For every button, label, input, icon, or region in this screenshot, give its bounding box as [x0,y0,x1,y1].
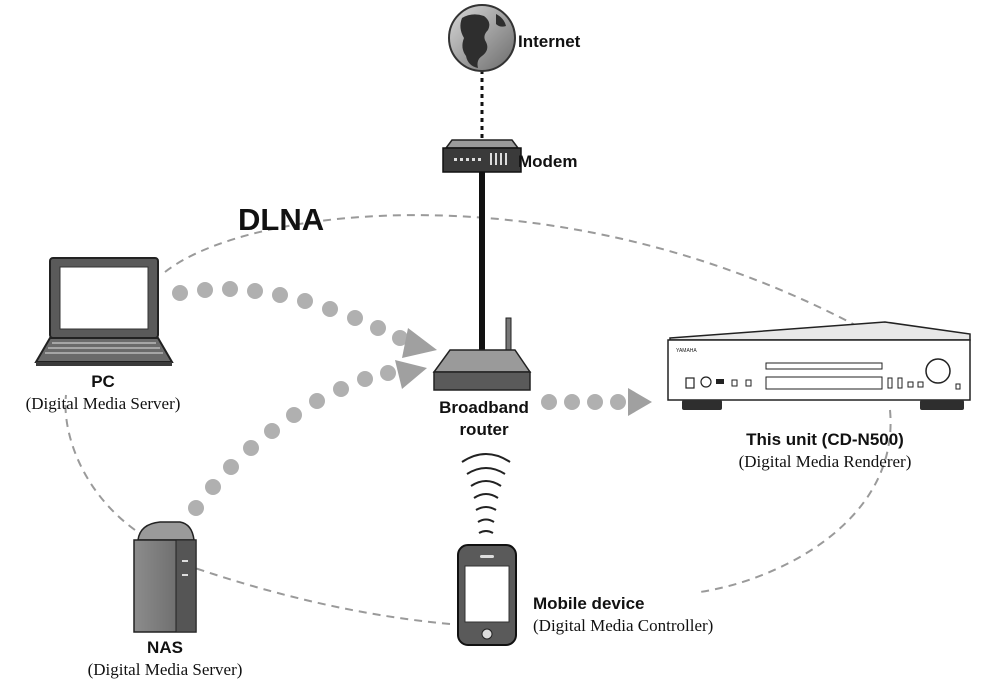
router-icon [432,317,532,391]
internet-label: Internet [518,32,581,51]
mobile-role-label: (Digital Media Controller) [533,616,714,635]
unit-role-label: (Digital Media Renderer) [738,452,912,471]
smartphone-icon [457,544,517,646]
router-label-line2: router [459,420,509,439]
pc-role-label: (Digital Media Server) [25,394,181,413]
modem-label: Modem [518,152,578,171]
cd-player-brand: YAMAHA [676,348,697,354]
nas-to-router-dots [188,365,396,516]
router-label-line1: Broadband [439,398,529,417]
pc-to-router-dots [172,281,408,346]
unit-label: This unit (CD-N500) [746,430,904,449]
dlna-label: DLNA [238,202,325,237]
cd-player-icon: YAMAHA [667,321,971,410]
globe-icon [448,4,516,72]
nas-label: NAS [147,638,183,657]
pc-to-router-arrowhead [402,328,437,358]
laptop-icon [34,257,174,366]
wifi-waves-icon [461,453,511,534]
nas-icon [133,521,197,633]
mobile-label: Mobile device [533,594,645,613]
router-to-unit-arrowhead [628,388,652,416]
router-to-unit-dots [541,394,626,410]
nas-role-label: (Digital Media Server) [87,660,243,679]
modem-icon [442,139,522,173]
nas-to-router-arrowhead [395,360,427,389]
pc-label: PC [91,372,115,391]
